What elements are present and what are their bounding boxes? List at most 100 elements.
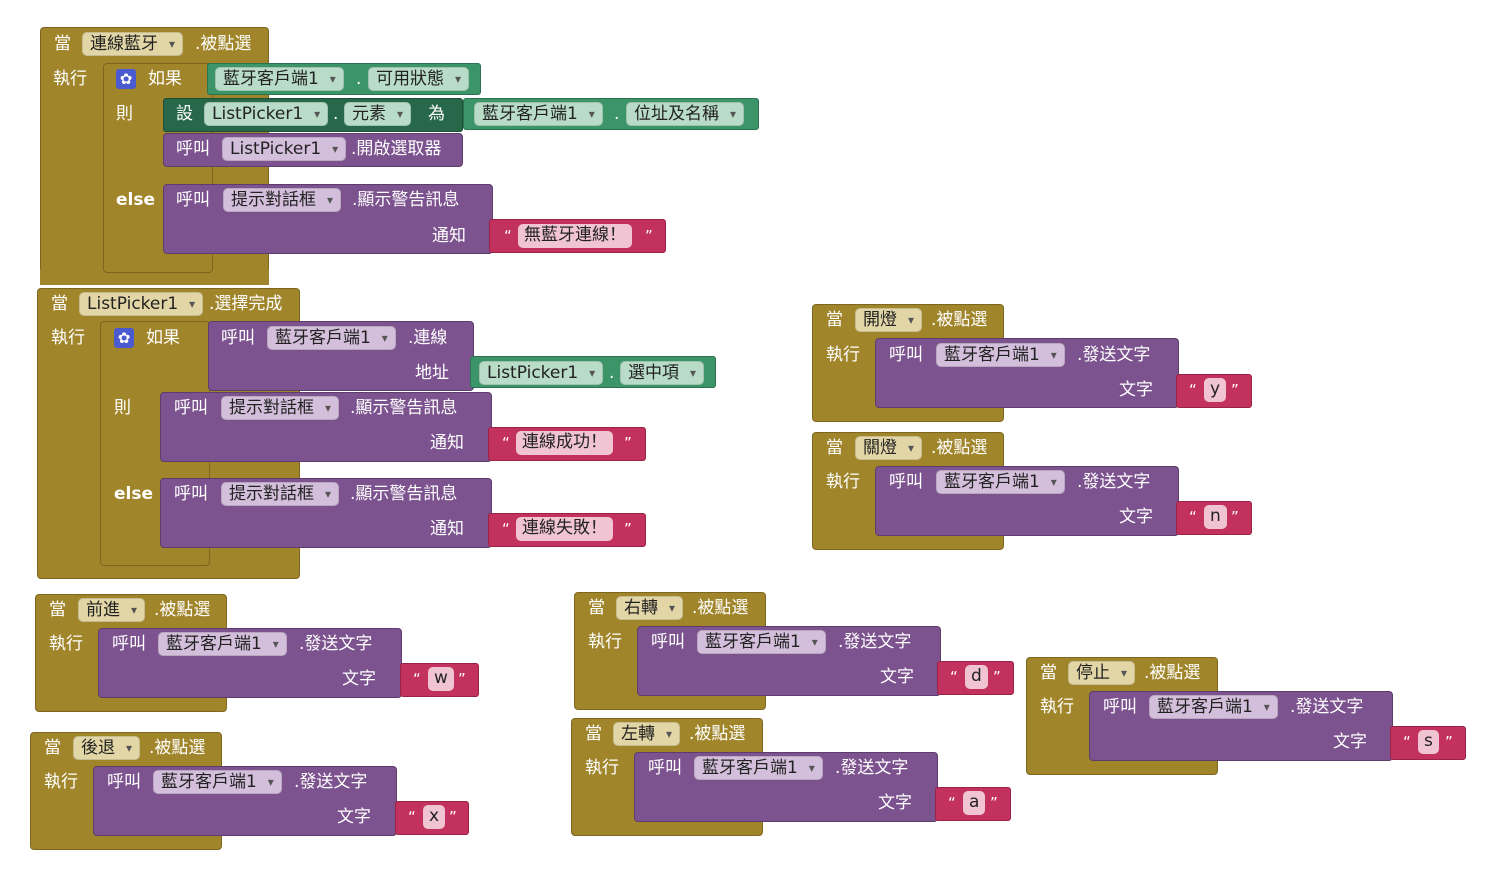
when-label: 當 xyxy=(585,724,602,744)
string-value-command[interactable]: d xyxy=(965,665,988,689)
open-quote: “ xyxy=(948,794,956,812)
else-label: else xyxy=(116,190,156,210)
call-label: 呼叫 xyxy=(648,758,682,778)
component-dropdown-bt-client[interactable]: 藍牙客戶端1 xyxy=(474,102,603,126)
method-send-text-label: .發送文字 xyxy=(1077,472,1151,492)
component-dropdown-forward[interactable]: 前進 xyxy=(78,598,145,622)
component-dropdown-bt-client[interactable]: 藍牙客戶端1 xyxy=(215,67,344,91)
call-label: 呼叫 xyxy=(107,772,141,792)
method-send-text-label: .發送文字 xyxy=(835,758,909,778)
component-dropdown-bt-client[interactable]: 藍牙客戶端1 xyxy=(158,632,287,656)
do-label: 執行 xyxy=(588,632,622,652)
string-value-command[interactable]: y xyxy=(1204,378,1227,402)
call-label: 呼叫 xyxy=(651,632,685,652)
when-label: 當 xyxy=(49,600,66,620)
text-param-label: 文字 xyxy=(342,669,376,689)
property-dropdown-selection[interactable]: 選中項 xyxy=(620,361,704,385)
text-param-label: 文字 xyxy=(1119,507,1153,527)
gear-icon[interactable]: ✿ xyxy=(114,328,134,348)
dot-label: . xyxy=(614,104,620,124)
dot-label: . xyxy=(609,363,615,383)
component-dropdown-notifier[interactable]: 提示對話框 xyxy=(221,396,339,420)
component-dropdown-bt-client[interactable]: 藍牙客戶端1 xyxy=(1149,695,1278,719)
call-label: 呼叫 xyxy=(1103,697,1137,717)
method-show-alert-label: .顯示警告訊息 xyxy=(350,484,458,504)
string-value-connect-fail[interactable]: 連線失敗！ xyxy=(516,517,613,541)
component-dropdown-left-turn[interactable]: 左轉 xyxy=(613,722,680,746)
component-dropdown-right-turn[interactable]: 右轉 xyxy=(616,596,683,620)
if-label: 如果 xyxy=(148,69,182,89)
string-value-command[interactable]: n xyxy=(1204,505,1227,529)
notice-label: 通知 xyxy=(430,519,464,539)
close-quote: ” xyxy=(449,808,457,826)
close-quote: ” xyxy=(1445,733,1453,751)
component-dropdown-notifier[interactable]: 提示對話框 xyxy=(223,188,341,212)
open-quote: “ xyxy=(504,227,512,245)
close-quote: ” xyxy=(1231,508,1239,526)
do-label: 執行 xyxy=(51,328,85,348)
to-label: 為 xyxy=(428,104,445,124)
string-value-no-bt[interactable]: 無藍牙連線！ xyxy=(518,224,632,248)
string-value-command[interactable]: a xyxy=(963,791,986,815)
clicked-label: .被點選 xyxy=(689,724,746,744)
open-quote: “ xyxy=(1403,733,1411,751)
string-value-command[interactable]: w xyxy=(428,667,454,691)
method-send-text-label: .發送文字 xyxy=(838,632,912,652)
when-label: 當 xyxy=(826,438,843,458)
open-quote: “ xyxy=(502,520,510,538)
dot-label: . xyxy=(333,104,339,124)
method-send-text-label: .發送文字 xyxy=(299,634,373,654)
method-show-alert-label: .顯示警告訊息 xyxy=(350,398,458,418)
component-dropdown-light-off[interactable]: 關燈 xyxy=(855,436,922,460)
when-label: 當 xyxy=(588,598,605,618)
property-dropdown-elements[interactable]: 元素 xyxy=(344,102,411,126)
when-label: 當 xyxy=(826,310,843,330)
component-dropdown-listpicker[interactable]: ListPicker1 xyxy=(204,102,329,126)
component-dropdown-bt-client[interactable]: 藍牙客戶端1 xyxy=(936,343,1065,367)
component-dropdown-light-on[interactable]: 開燈 xyxy=(855,308,922,332)
component-dropdown-notifier[interactable]: 提示對話框 xyxy=(221,482,339,506)
component-dropdown-listpicker[interactable]: ListPicker1 xyxy=(479,361,604,385)
text-param-label: 文字 xyxy=(1119,380,1153,400)
call-label: 呼叫 xyxy=(221,328,255,348)
dot-label: . xyxy=(356,69,362,89)
clicked-label: .被點選 xyxy=(195,34,252,54)
close-quote: ” xyxy=(1231,381,1239,399)
component-dropdown-listpicker[interactable]: ListPicker1 xyxy=(79,292,204,316)
open-quote: “ xyxy=(408,808,416,826)
do-label: 執行 xyxy=(826,472,860,492)
open-quote: “ xyxy=(502,434,510,452)
component-dropdown-stop[interactable]: 停止 xyxy=(1068,661,1135,685)
close-quote: ” xyxy=(458,670,466,688)
string-value-connect-ok[interactable]: 連線成功！ xyxy=(516,431,613,455)
notice-label: 通知 xyxy=(430,433,464,453)
address-label: 地址 xyxy=(415,363,449,383)
clicked-label: .被點選 xyxy=(692,598,749,618)
open-quote: “ xyxy=(1189,381,1197,399)
open-quote: “ xyxy=(413,670,421,688)
open-quote: “ xyxy=(1189,508,1197,526)
property-dropdown-addresses-names[interactable]: 位址及名稱 xyxy=(626,102,744,126)
property-dropdown-available[interactable]: 可用狀態 xyxy=(368,67,469,91)
when-label: 當 xyxy=(54,34,71,54)
method-send-text-label: .發送文字 xyxy=(294,772,368,792)
clicked-label: .被點選 xyxy=(931,310,988,330)
component-dropdown-connect-button[interactable]: 連線藍牙 xyxy=(82,32,183,56)
component-dropdown-bt-client[interactable]: 藍牙客戶端1 xyxy=(153,770,282,794)
component-dropdown-bt-client[interactable]: 藍牙客戶端1 xyxy=(936,470,1065,494)
do-label: 執行 xyxy=(44,772,78,792)
then-label: 則 xyxy=(116,104,133,124)
component-dropdown-listpicker[interactable]: ListPicker1 xyxy=(222,137,347,161)
else-label: else xyxy=(114,484,154,504)
string-value-command[interactable]: s xyxy=(1418,730,1439,754)
component-dropdown-bt-client[interactable]: 藍牙客戶端1 xyxy=(267,326,396,350)
when-label: 當 xyxy=(51,294,68,314)
method-open-picker-label: .開啟選取器 xyxy=(351,139,442,159)
string-value-command[interactable]: x xyxy=(423,805,446,829)
component-dropdown-backward[interactable]: 後退 xyxy=(73,736,140,760)
call-label: 呼叫 xyxy=(176,190,210,210)
gear-icon[interactable]: ✿ xyxy=(116,69,136,89)
component-dropdown-bt-client[interactable]: 藍牙客戶端1 xyxy=(694,756,823,780)
component-dropdown-bt-client[interactable]: 藍牙客戶端1 xyxy=(697,630,826,654)
then-label: 則 xyxy=(114,398,131,418)
